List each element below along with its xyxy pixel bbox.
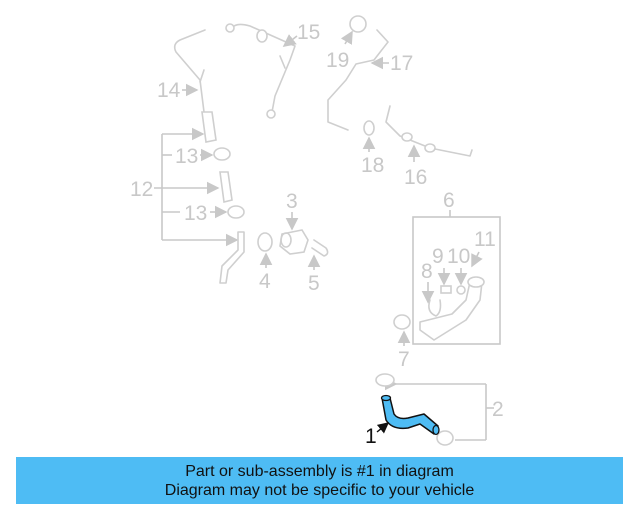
part-14-pipe (173, 29, 217, 143)
bracket-2 (384, 377, 494, 441)
part-7-clamp (393, 314, 411, 330)
callout-2: 2 (492, 398, 504, 421)
part-6-assembly-box (412, 216, 501, 345)
part-15-pipe (225, 23, 296, 119)
callout-18: 18 (361, 154, 384, 177)
callout-10: 10 (447, 245, 470, 268)
callout-1: 1 (365, 425, 377, 448)
parts-12-13 (213, 147, 245, 284)
callout-3: 3 (286, 190, 298, 213)
callout-6: 6 (443, 189, 455, 212)
part-2-clamp-upper (375, 373, 395, 387)
callout-13b: 13 (184, 202, 207, 225)
callout-4: 4 (259, 270, 271, 293)
callout-14: 14 (157, 79, 181, 102)
part-18-oring (363, 120, 375, 136)
part-16-pipe (385, 105, 473, 157)
callout-5: 5 (308, 272, 320, 295)
callout-11: 11 (474, 228, 496, 251)
callout-16: 16 (404, 166, 427, 189)
part-19-clamp (349, 15, 367, 33)
callout-13a: 13 (175, 145, 198, 168)
bracket-12 (154, 127, 239, 247)
callout-8: 8 (421, 260, 433, 283)
part-5-hose (311, 239, 329, 257)
callout-9: 9 (432, 245, 444, 268)
part-2-clamp-lower (436, 430, 454, 446)
info-banner: Part or sub-assembly is #1 in diagram Di… (16, 457, 623, 504)
part-17-pipe (327, 29, 389, 131)
callout-17: 17 (390, 52, 413, 75)
callout-15: 15 (297, 21, 320, 44)
banner-line-2: Diagram may not be specific to your vehi… (164, 481, 475, 499)
callout-19: 19 (326, 49, 349, 72)
part-4-oring (257, 232, 273, 252)
callout-7: 7 (398, 348, 410, 371)
part-6-hose (419, 276, 485, 341)
callout-12: 12 (130, 178, 153, 201)
part-3-housing (279, 229, 309, 255)
part-1-radiator-hose (380, 394, 440, 436)
banner-line-1: Part or sub-assembly is #1 in diagram (185, 462, 454, 480)
